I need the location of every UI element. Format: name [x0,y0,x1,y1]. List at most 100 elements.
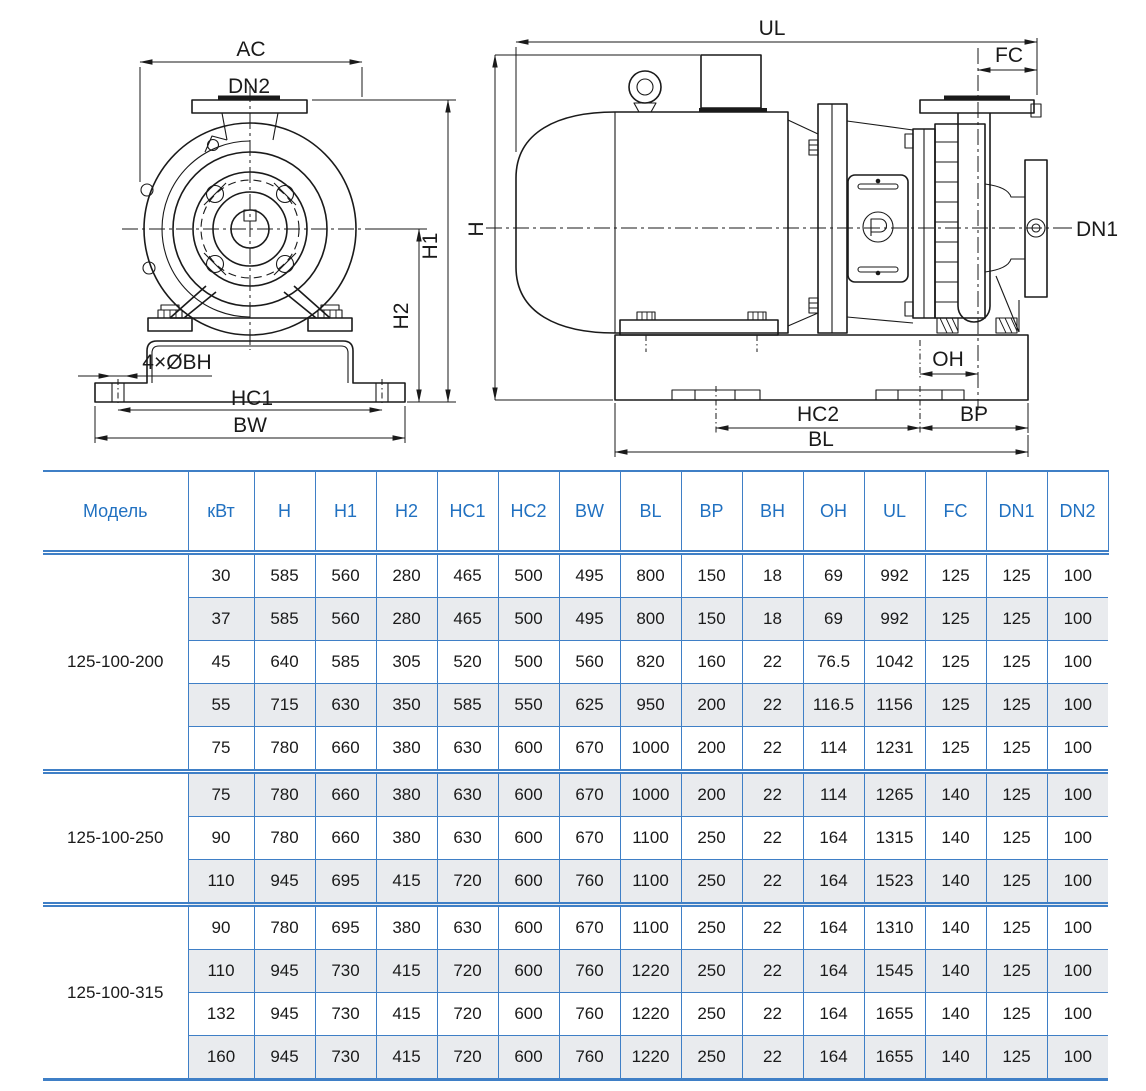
table-cell: 1231 [863,726,926,774]
table-cell: 250 [680,904,743,950]
casing-ribs [935,141,958,303]
table-cell: 1545 [863,949,926,993]
casing-plate-bolts [904,133,914,317]
table-cell: 380 [375,771,438,817]
table-cell: 715 [253,683,316,727]
table-cell: 500 [497,640,560,684]
table-cell: 125 [985,904,1048,950]
base-plate-front [94,340,406,403]
table-cell: 100 [1046,552,1108,598]
motor-body [515,111,789,334]
table-cell: 55 [187,683,255,727]
table-cell: 100 [1046,816,1108,860]
model-cell: 125-100-250 [43,771,189,907]
table-cell: 760 [558,1035,621,1080]
table-cell: 670 [558,816,621,860]
table-cell: 150 [680,597,743,641]
flange-face-bar [218,95,280,100]
column-header-BL: BL [619,470,682,555]
column-header-кВт: кВт [187,470,255,555]
table-cell: 600 [497,904,560,950]
table-cell: 125 [985,949,1048,993]
table-cell: 125 [985,640,1048,684]
dim-label-bl: BL [808,428,834,451]
table-cell: 585 [253,552,316,598]
lifting-eye-base [633,102,657,113]
pump-support-pads [936,317,1018,334]
model-cell: 125-100-315 [43,904,189,1080]
table-cell: 1315 [863,816,926,860]
table-cell: 200 [680,683,743,727]
dim-label-oh: OH [932,348,964,371]
dim-label-hc1: HC1 [231,387,273,410]
table-cell: 660 [314,816,377,860]
dim-label-h: H [465,221,488,236]
table-cell: 200 [680,771,743,817]
table-cell: 600 [497,859,560,907]
discharge-flange-bolt [1030,103,1042,118]
table-cell: 1100 [619,859,682,907]
table-cell: 820 [619,640,682,684]
table-cell: 780 [253,816,316,860]
table-cell: 500 [497,552,560,598]
dim-label-fc: FC [995,44,1023,67]
table-cell: 22 [741,726,804,774]
table-cell: 695 [314,859,377,907]
table-cell: 22 [741,904,804,950]
coupling-housing [847,174,909,283]
volute-detail-circle [206,138,220,152]
housing-dot-bottom [875,270,881,276]
table-cell: 22 [741,1035,804,1080]
dim-label-ac: AC [236,38,265,61]
table-cell: 585 [314,640,377,684]
table-cell: 550 [497,683,560,727]
table-cell: 305 [375,640,438,684]
table-cell: 630 [436,771,499,817]
table-cell: 140 [924,949,987,993]
column-header-H2: H2 [375,470,438,555]
table-cell: 125 [985,771,1048,817]
table-cell: 660 [314,771,377,817]
table-cell: 1156 [863,683,926,727]
suction-shaft-end-outer [1026,218,1046,238]
table-cell: 22 [741,949,804,993]
support-struts [169,285,331,319]
table-cell: 720 [436,859,499,907]
casing-lug-lower [142,261,156,275]
table-cell: 1100 [619,904,682,950]
table-cell: 670 [558,904,621,950]
table-cell: 280 [375,552,438,598]
discharge-flange-side [919,99,1035,114]
table-cell: 720 [436,992,499,1036]
table-cell: 1000 [619,726,682,774]
table-cell: 100 [1046,771,1108,817]
table-cell: 160 [680,640,743,684]
table-cell: 380 [375,726,438,774]
table-cell: 560 [314,597,377,641]
table-cell: 600 [497,726,560,774]
table-cell: 18 [741,597,804,641]
table-cell: 280 [375,597,438,641]
table-cell: 30 [187,552,255,598]
table-cell: 164 [802,1035,865,1080]
table-cell: 110 [187,859,255,907]
baseplate-side [614,334,1029,401]
table-cell: 22 [741,816,804,860]
table-cell: 200 [680,726,743,774]
table-cell: 100 [1046,597,1108,641]
motor-adapter-cone [787,119,819,327]
front-view: AC DN2 H1 H2 4×ØBH HC1 BW [78,38,456,443]
table-cell: 730 [314,949,377,993]
table-cell: 670 [558,726,621,774]
table-cell: 125 [985,992,1048,1036]
discharge-flange-face-bar [944,95,1010,100]
table-cell: 22 [741,992,804,1036]
table-cell: 22 [741,640,804,684]
table-cell: 160 [187,1035,255,1080]
dim-label-bw: BW [233,414,267,437]
dim-ext-ac [139,67,363,182]
